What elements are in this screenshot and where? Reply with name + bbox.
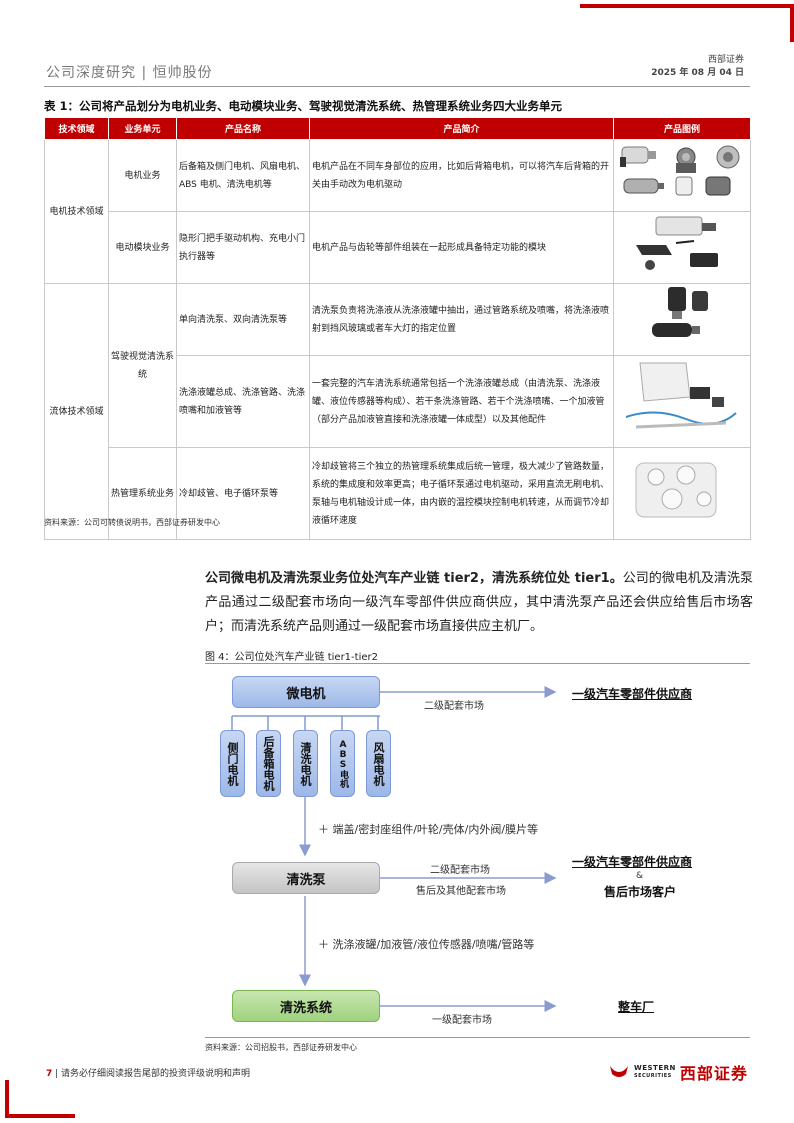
intro-cell: 冷却歧管将三个独立的热管理系统集成后统一管理，极大减少了管路数量，系统的集成度和… xyxy=(309,447,614,540)
unit-cell: 热管理系统业务 xyxy=(108,447,177,540)
aftermarket-customer-label: 售后市场客户 xyxy=(604,885,677,899)
unit-cell: 电动模块业务 xyxy=(108,211,177,284)
header-brand: 西部证券 xyxy=(707,55,744,65)
intro-cell: 清洗泵负责将洗涤液从洗涤液罐中抽出，通过管路系统及喷嘴，将洗涤液喷射到挡风玻璃或… xyxy=(309,283,614,356)
ampersand: & xyxy=(636,871,644,881)
table-row: 流体技术领域 驾驶视觉清洗系统 单向清洗泵、双向清洗泵等 清洗泵负责将洗涤液从洗… xyxy=(44,283,751,540)
logo-chinese: 西部证券 xyxy=(679,1064,748,1083)
col-header-image: 产品图例 xyxy=(613,117,751,140)
pump-image-cell xyxy=(613,283,751,356)
oem-label: 整车厂 xyxy=(618,1000,655,1014)
table-title: 表 1：公司将产品划分为电机业务、电动模块业务、驾驶视觉清洗系统、热管理系统业务… xyxy=(44,99,562,113)
primary-market-label: 一级配套市场 xyxy=(432,1015,492,1026)
corner-frame-bottom-left xyxy=(5,1080,75,1118)
paragraph-lead: 公司微电机及清洗泵业务位处汽车产业链 tier2，清洗系统位处 tier1。 xyxy=(205,571,623,586)
module-image-cell xyxy=(613,211,751,284)
footer-disclaimer: 7 | 请务必仔细阅读报告尾部的投资评级说明和声明 xyxy=(46,1069,251,1079)
figure-divider-bottom xyxy=(205,1037,750,1038)
table-row: 洗涤液罐总成、洗涤管路、洗涤喷嘴和加液管等 一套完整的汽车清洗系统通常包括一个洗… xyxy=(45,355,751,448)
motor-box-side-door: 侧门电机 xyxy=(220,730,245,797)
company-logo: WESTERN SECURITIES 西部证券 xyxy=(608,1060,748,1084)
figure-title: 图 4：公司位处汽车产业链 tier1-tier2 xyxy=(205,652,378,663)
header-date: 2025 年 08 月 04 日 xyxy=(651,68,744,78)
motor-image-cell xyxy=(613,139,751,212)
product-cell: 冷却歧管、电子循环泵等 xyxy=(176,447,310,540)
table-source-note: 资料来源：公司可转债说明书，西部证券研发中心 xyxy=(44,518,220,527)
figure-divider-top xyxy=(205,663,750,664)
footer-text: 请务必仔细阅读报告尾部的投资评级说明和声明 xyxy=(61,1069,251,1079)
table-header-row: 技术领域 业务单元 产品名称 产品简介 产品图例 xyxy=(44,117,751,140)
motor-box-trunk: 后备箱电机 xyxy=(256,730,281,797)
motor-products-image xyxy=(620,145,740,196)
report-header-title: 公司深度研究 | 恒帅股份 xyxy=(46,65,213,81)
table-row: 热管理系统业务 冷却歧管、电子循环泵等 冷却歧管将三个独立的热管理系统集成后统一… xyxy=(45,447,751,540)
paragraph-text: 公司的微电机及清洗泵产品通过二级配套市场向一级汽车零部件供应商供应，其中清洗泵产… xyxy=(205,571,753,634)
intro-cell: 一套完整的汽车清洗系统通常包括一个洗涤液罐总成（由清洗泵、洗涤液罐、液位传感器等… xyxy=(309,355,614,448)
tier1-supplier-label-2: 一级汽车零部件供应商 xyxy=(572,855,693,869)
product-cell: 隐形门把手驱动机构、充电小门执行器等 xyxy=(176,211,310,284)
bull-logo-icon xyxy=(610,1066,628,1077)
field-cell: 流体技术领域 xyxy=(44,283,109,540)
motor-box-abs: ABS电机 xyxy=(330,730,355,797)
product-cell: 单向清洗泵、双向清洗泵等 xyxy=(176,283,310,356)
system-components-label: ＋ 洗涤液罐/加液管/液位传感器/喷嘴/管路等 xyxy=(318,938,535,951)
product-cell: 洗涤液罐总成、洗涤管路、洗涤喷嘴和加液管等 xyxy=(176,355,310,448)
unit-cell: 电机业务 xyxy=(108,139,177,212)
motor-box-washer: 清洗电机 xyxy=(293,730,318,797)
field-cell: 电机技术领域 xyxy=(44,139,109,284)
secondary-market-label-2: 二级配套市场 xyxy=(430,865,490,876)
tier1-supplier-label-1: 一级汽车零部件供应商 xyxy=(572,687,693,701)
unit-cell: 驾驶视觉清洗系统 xyxy=(108,283,177,448)
header-divider xyxy=(44,86,750,87)
col-header-unit: 业务单元 xyxy=(108,117,177,140)
washer-image-cell xyxy=(613,355,751,448)
table-row: 电动模块业务 隐形门把手驱动机构、充电小门执行器等 电机产品与齿轮等部件组装在一… xyxy=(45,211,751,284)
module-products-image xyxy=(636,216,718,270)
col-header-field: 技术领域 xyxy=(44,117,109,140)
motor-box-fan: 风扇电机 xyxy=(366,730,391,797)
corner-frame-top-right xyxy=(580,4,794,42)
body-paragraph: 公司微电机及清洗泵业务位处汽车产业链 tier2，清洗系统位处 tier1。公司… xyxy=(205,567,753,639)
logo-english-1: WESTERN xyxy=(634,1064,676,1072)
logo-english-2: SECURITIES xyxy=(634,1073,672,1079)
page-number: 7 xyxy=(46,1069,53,1079)
washer-system-box: 清洗系统 xyxy=(232,990,380,1022)
thermal-manifold-image xyxy=(635,462,717,518)
secondary-market-label-1: 二级配套市场 xyxy=(424,701,484,712)
table-row: 电机技术领域 电机业务 后备箱及侧门电机、风扇电机、ABS 电机、清洗电机等 电… xyxy=(44,139,751,284)
product-table: 技术领域 业务单元 产品名称 产品简介 产品图例 电机技术领域 电机业务 后备箱… xyxy=(44,117,751,540)
figure-source-note: 资料来源：公司招股书，西部证券研发中心 xyxy=(205,1043,357,1052)
washer-system-image xyxy=(625,362,737,429)
washer-pump-box: 清洗泵 xyxy=(232,862,380,894)
pump-components-label: ＋ 端盖/密封座组件/叶轮/壳体/内外阀/膜片等 xyxy=(318,823,539,836)
pump-products-image xyxy=(652,287,708,337)
aftermarket-market-label: 售后及其他配套市场 xyxy=(416,886,506,897)
report-header-meta: 西部证券 2025 年 08 月 04 日 xyxy=(651,54,744,80)
micro-motor-box: 微电机 xyxy=(232,676,380,708)
thermal-image-cell xyxy=(613,447,751,540)
